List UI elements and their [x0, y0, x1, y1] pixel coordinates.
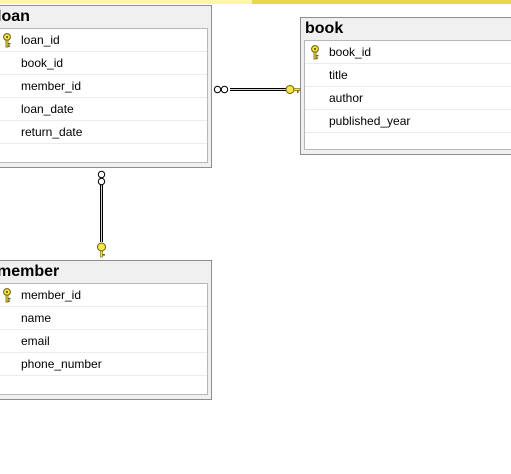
column-name: member_id	[21, 288, 82, 302]
column-row[interactable]: published_year	[305, 110, 511, 133]
column-name: author	[329, 91, 364, 105]
table-loan[interactable]: loan loan_id book_id member_id loan_date…	[0, 5, 212, 168]
column-row[interactable]: member_id	[0, 284, 207, 307]
table-columns-book: book_id title author published_year	[304, 40, 511, 150]
table-columns-member: member_id name email phone_number	[0, 283, 208, 395]
column-row[interactable]: book_id	[305, 41, 511, 64]
column-row[interactable]: loan_date	[0, 98, 207, 121]
key-icon	[311, 45, 319, 60]
column-row[interactable]: title	[305, 64, 511, 87]
column-name: published_year	[329, 114, 411, 128]
table-member[interactable]: member member_id name email phone_number	[0, 260, 212, 400]
key-icon	[3, 33, 11, 48]
column-row[interactable]: loan_id	[0, 29, 207, 52]
column-name: return_date	[21, 125, 83, 139]
table-title-book[interactable]: book	[305, 20, 344, 37]
selection-strip-left	[0, 0, 252, 4]
selection-strip-right	[252, 0, 511, 4]
key-icon	[97, 242, 106, 258]
column-name: loan_date	[21, 102, 74, 116]
relationship-loan-book[interactable]	[213, 85, 301, 94]
key-icon	[285, 85, 301, 94]
column-name: title	[329, 68, 348, 82]
key-icon	[3, 288, 11, 303]
column-name: book_id	[329, 45, 372, 59]
column-row[interactable]: book_id	[0, 52, 207, 75]
column-row[interactable]: return_date	[0, 121, 207, 144]
infinity-icon	[213, 85, 229, 94]
table-title-loan[interactable]: loan	[0, 8, 30, 25]
column-row[interactable]: name	[0, 307, 207, 330]
column-row[interactable]: phone_number	[0, 353, 207, 376]
table-columns-loan: loan_id book_id member_id loan_date retu…	[0, 28, 208, 163]
column-name: email	[21, 334, 50, 348]
column-name: phone_number	[21, 357, 102, 371]
relationship-loan-member[interactable]	[97, 170, 106, 258]
column-name: name	[21, 311, 52, 325]
column-name: book_id	[21, 56, 64, 70]
column-name: member_id	[21, 79, 82, 93]
table-book[interactable]: book book_id title author published_year	[300, 17, 511, 155]
table-title-member[interactable]: member	[0, 263, 60, 280]
column-row[interactable]: author	[305, 87, 511, 110]
column-name: loan_id	[21, 33, 60, 47]
column-row[interactable]: member_id	[0, 75, 207, 98]
infinity-icon	[97, 170, 106, 186]
column-row[interactable]: email	[0, 330, 207, 353]
